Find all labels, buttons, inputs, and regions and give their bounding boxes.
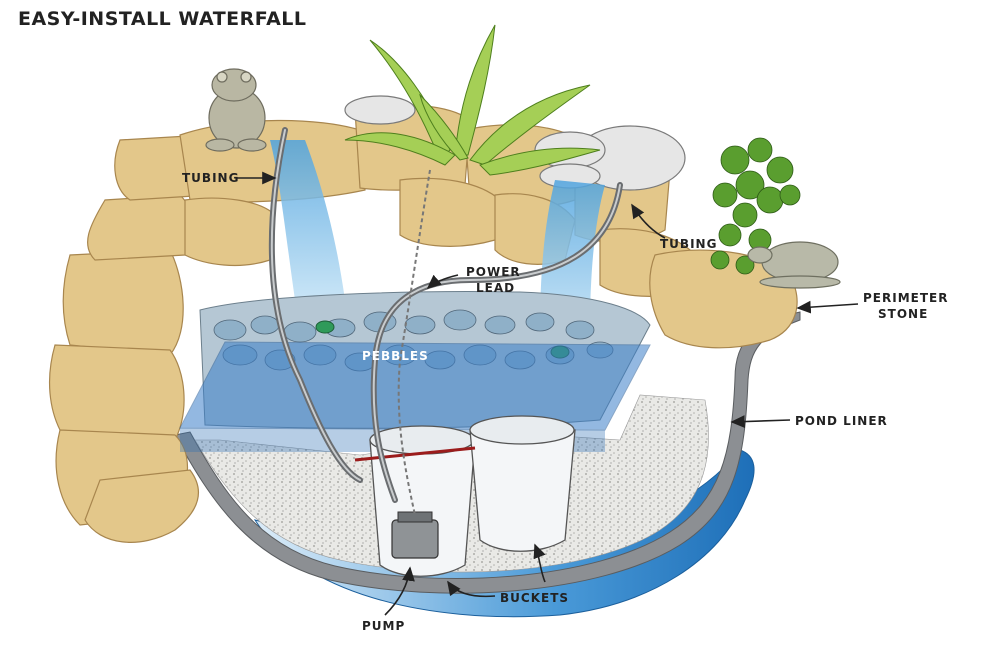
right-foliage	[710, 137, 801, 275]
turtle-statue	[747, 241, 841, 289]
bucket-right	[469, 415, 576, 552]
frog-statue	[205, 68, 267, 152]
cutaway-slab	[179, 341, 651, 431]
perimeter-stones-left	[48, 134, 220, 543]
label-perimeter-line2: STONE	[878, 307, 928, 321]
power-lead-line	[397, 169, 431, 516]
label-pump: PUMP	[362, 619, 405, 633]
label-perimeter-line1: PERIMETER	[863, 291, 948, 305]
fern-plant	[344, 24, 601, 176]
label-buckets: BUCKETS	[500, 591, 569, 605]
label-pond-liner: POND LINER	[795, 414, 888, 428]
pump-unit	[391, 511, 439, 559]
label-power-lead-line1: POWER	[466, 265, 521, 279]
bucket-connector	[354, 446, 476, 462]
label-tubing-left: TUBING	[182, 171, 239, 185]
diagram-title: EASY-INSTALL WATERFALL	[18, 8, 307, 30]
label-pebbles: PEBBLES	[362, 349, 429, 363]
label-arrows	[237, 171, 859, 616]
label-power-lead-line2: LEAD	[476, 281, 515, 295]
waterfall-left	[270, 140, 345, 300]
label-tubing-right: TUBING	[660, 237, 717, 251]
